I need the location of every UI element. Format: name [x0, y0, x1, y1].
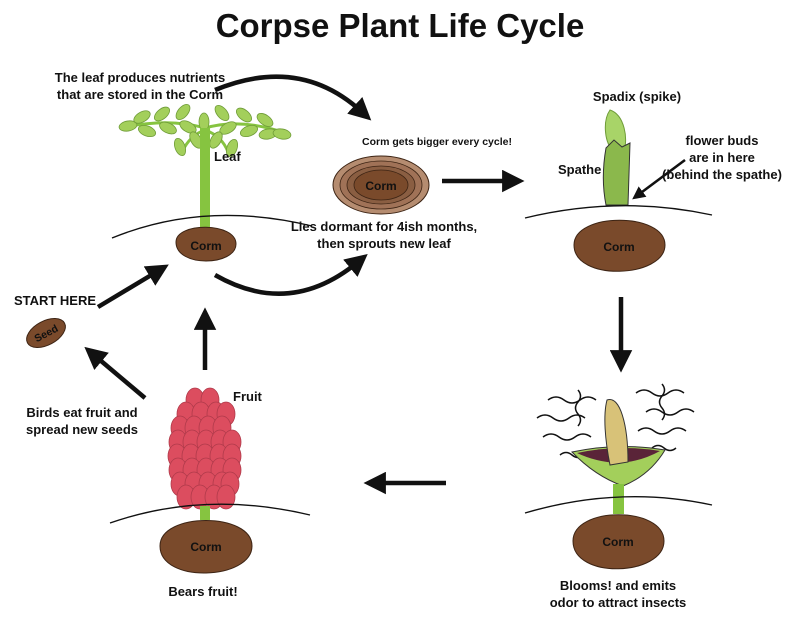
stage-leaf: The leaf produces nutrients that are sto…: [55, 70, 313, 262]
arrow-leaf-to-corm: [214, 74, 372, 121]
bears-fruit-note: Bears fruit!: [168, 584, 237, 599]
stage-dormant: Corm gets bigger every cycle! Corm Lies …: [291, 136, 512, 251]
ground-line: [111, 214, 313, 239]
fruit-corm-label: Corm: [190, 540, 221, 554]
dormant-corm: [332, 155, 430, 215]
leaflets: [118, 103, 292, 158]
bloom-corm-label: Corm: [602, 535, 633, 549]
stage-fruit: Fruit Corm Bears fruit!: [109, 387, 311, 599]
leaf-stem: [200, 128, 210, 233]
dormant-note-line1: Lies dormant for 4ish months,: [291, 219, 477, 234]
ground-line: [524, 205, 713, 219]
stage-seed: START HERE Seed: [14, 293, 96, 348]
blooms-note-line1: Blooms! and emits: [560, 578, 676, 593]
corm-grows-note: Corm gets bigger every cycle!: [362, 136, 512, 148]
birds-note-line2: spread new seeds: [26, 422, 138, 437]
blooming-spadix: [604, 399, 629, 466]
fruit-berry: [216, 484, 236, 510]
arrow-to-buds: [632, 158, 686, 200]
bloom-stem: [613, 484, 624, 514]
bud-corm-label: Corm: [603, 240, 634, 254]
buds-note-line2: are in here: [689, 150, 755, 165]
ground-line: [109, 503, 311, 524]
birds-note-line1: Birds eat fruit and: [26, 405, 137, 420]
start-here-label: START HERE: [14, 293, 96, 308]
corm: [573, 219, 666, 272]
corm-label: Corm: [190, 239, 221, 253]
dormant-note-line2: then sprouts new leaf: [317, 236, 451, 251]
ground-line: [524, 495, 713, 514]
odor-lines: [536, 383, 695, 459]
seed: [26, 318, 66, 348]
arrow-seed-to-corm: [96, 264, 169, 309]
corm: [175, 226, 237, 262]
leaf-note-line2: that are stored in the Corm: [57, 87, 223, 102]
dormant-corm-label: Corm: [365, 179, 396, 193]
stage-bloom: Corm Blooms! and emits odor to attract i…: [524, 383, 713, 610]
blooms-note-line2: odor to attract insects: [550, 595, 687, 610]
fruit-cluster: [167, 387, 242, 510]
spadix-label: Spadix (spike): [593, 89, 681, 104]
page-title: Corpse Plant Life Cycle: [216, 7, 585, 44]
fruit-stem: [200, 506, 210, 520]
corm: [159, 520, 253, 574]
arrow-fruit-to-seed: [84, 346, 147, 400]
spathe: [602, 139, 631, 206]
stage-bud: Spadix (spike) Spathe flower buds are in…: [524, 89, 782, 272]
corm: [572, 514, 665, 570]
leaf-note-line1: The leaf produces nutrients: [55, 70, 225, 85]
spathe-label: Spathe: [558, 162, 601, 177]
fruit-label: Fruit: [233, 389, 263, 404]
arrow-corm-to-dormant: [213, 253, 368, 296]
leaf-label: Leaf: [214, 149, 241, 164]
buds-note-line3: (behind the spathe): [662, 167, 782, 182]
buds-note-line1: flower buds: [686, 133, 759, 148]
